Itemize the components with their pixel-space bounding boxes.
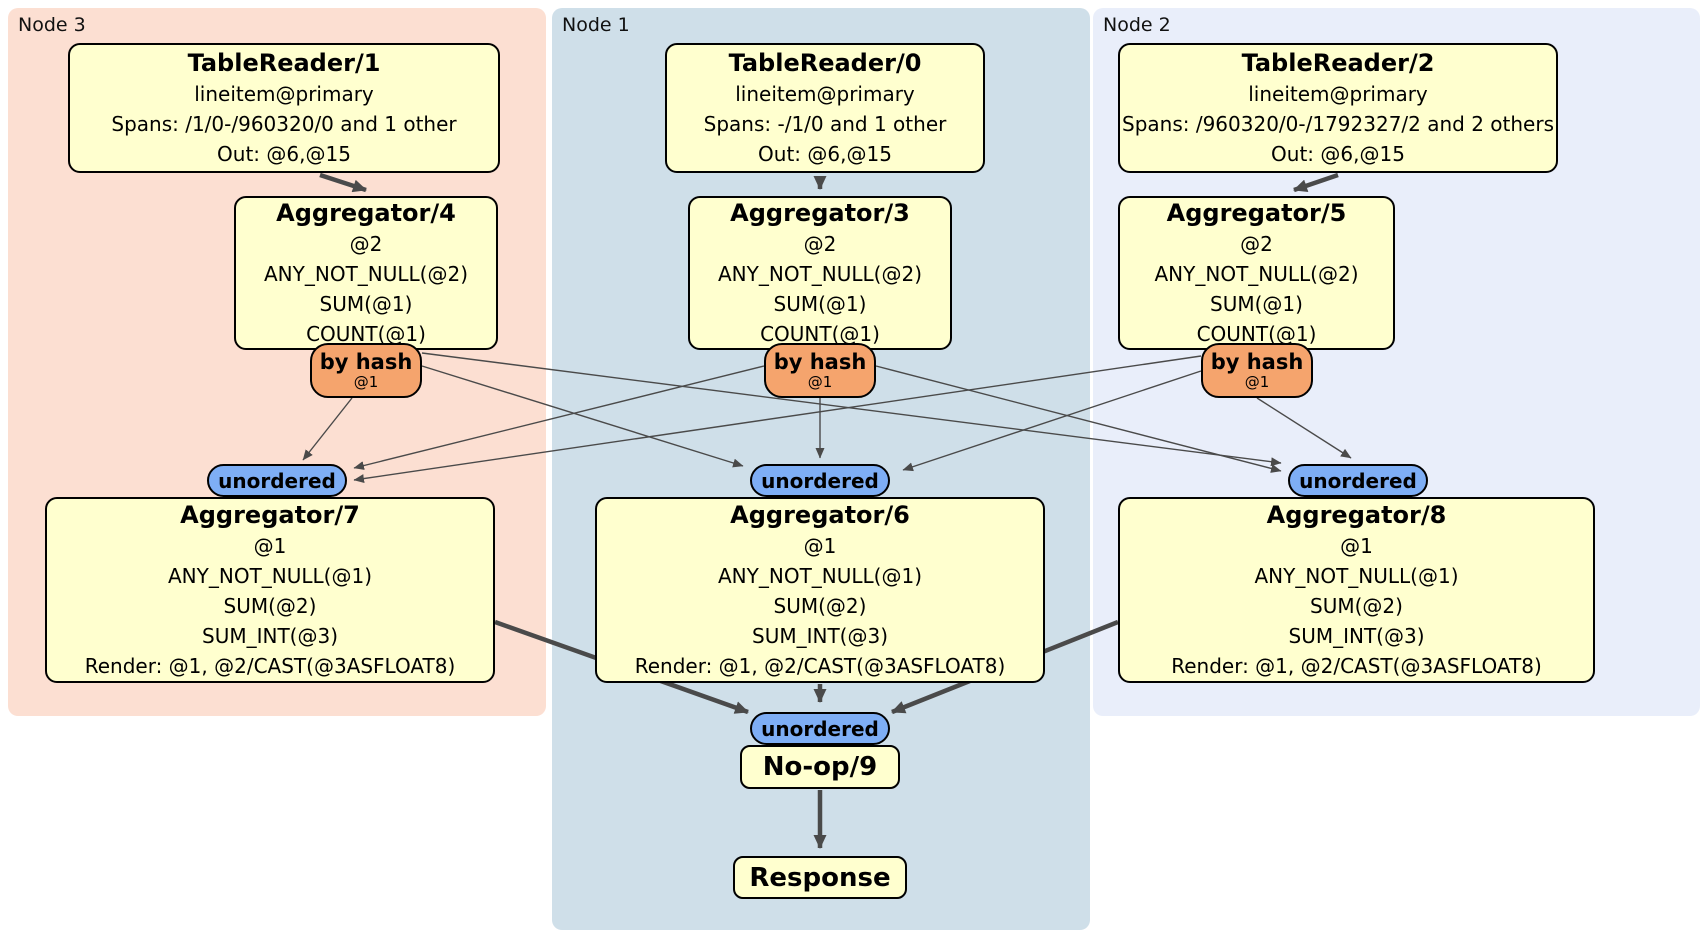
processor-title: TableReader/0	[728, 49, 922, 77]
processor-title: Aggregator/7	[180, 501, 360, 529]
box-line: SUM(@2)	[773, 594, 867, 618]
processor-title: Aggregator/8	[1266, 501, 1447, 529]
processor-title: No-op/9	[762, 752, 878, 782]
sync-unordered-final: unordered	[750, 712, 890, 745]
processor-title: TableReader/2	[1241, 49, 1435, 77]
sync-label: unordered	[761, 716, 879, 741]
aggregator-8-box: Aggregator/8 @1 ANY_NOT_NULL(@1) SUM(@2)…	[1118, 497, 1595, 683]
box-line: ANY_NOT_NULL(@2)	[718, 262, 922, 286]
box-line: COUNT(@1)	[306, 322, 426, 346]
box-line: SUM(@1)	[773, 292, 867, 316]
box-line: SUM(@2)	[1310, 594, 1403, 618]
response-box: Response	[733, 856, 907, 899]
box-line: Out: @6,@15	[217, 142, 351, 166]
router-key: @1	[353, 373, 379, 391]
box-line: @1	[253, 534, 287, 558]
box-line: @1	[1340, 534, 1373, 558]
box-line: lineitem@primary	[735, 82, 915, 106]
box-line: Out: @6,@15	[1271, 142, 1405, 166]
processor-title: Aggregator/4	[276, 199, 456, 227]
box-line: SUM(@1)	[1210, 292, 1303, 316]
box-line: @2	[349, 232, 383, 256]
box-line: Render: @1, @2/CAST(@3ASFLOAT8)	[1171, 654, 1542, 678]
processor-title: Aggregator/6	[730, 501, 910, 529]
box-line: ANY_NOT_NULL(@2)	[1154, 262, 1359, 286]
box-line: COUNT(@1)	[1196, 322, 1317, 346]
box-line: ANY_NOT_NULL(@1)	[718, 564, 922, 588]
box-line: SUM_INT(@3)	[752, 624, 888, 648]
node-2-label: Node 2	[1103, 14, 1171, 36]
box-line: ANY_NOT_NULL(@1)	[1254, 564, 1459, 588]
hash-router-node3: by hash @1	[310, 343, 422, 398]
node-1-label: Node 1	[562, 14, 630, 36]
sync-unordered-node2: unordered	[1288, 464, 1428, 497]
router-label: by hash	[319, 350, 413, 374]
sync-label: unordered	[761, 468, 879, 493]
sync-unordered-node3: unordered	[207, 464, 347, 497]
box-line: ANY_NOT_NULL(@1)	[168, 564, 372, 588]
hash-router-node2: by hash @1	[1201, 343, 1313, 398]
box-line: Render: @1, @2/CAST(@3ASFLOAT8)	[634, 654, 1006, 678]
box-line: Spans: -/1/0 and 1 other	[703, 112, 947, 136]
box-line: Out: @6,@15	[758, 142, 892, 166]
box-line: SUM_INT(@3)	[1288, 624, 1425, 648]
tablereader-2-box: TableReader/2 lineitem@primary Spans: /9…	[1118, 43, 1558, 173]
aggregator-7-box: Aggregator/7 @1 ANY_NOT_NULL(@1) SUM(@2)…	[45, 497, 495, 683]
tablereader-0-box: TableReader/0 lineitem@primary Spans: -/…	[665, 43, 985, 173]
noop-9-box: No-op/9	[740, 745, 900, 789]
box-line: ANY_NOT_NULL(@2)	[264, 262, 468, 286]
box-line: SUM(@1)	[319, 292, 413, 316]
sync-label: unordered	[218, 468, 336, 493]
box-line: @2	[803, 232, 837, 256]
sync-unordered-node1: unordered	[750, 464, 890, 497]
box-line: SUM_INT(@3)	[202, 624, 338, 648]
router-key: @1	[1244, 373, 1270, 391]
sync-label: unordered	[1299, 468, 1417, 493]
hash-router-node1: by hash @1	[764, 343, 876, 398]
box-line: @1	[803, 534, 837, 558]
processor-title: Aggregator/5	[1166, 199, 1347, 227]
processor-title: Response	[749, 862, 891, 893]
box-line: COUNT(@1)	[760, 322, 880, 346]
box-line: lineitem@primary	[1248, 82, 1428, 106]
aggregator-6-box: Aggregator/6 @1 ANY_NOT_NULL(@1) SUM(@2)…	[595, 497, 1045, 683]
box-line: lineitem@primary	[194, 82, 374, 106]
tablereader-1-box: TableReader/1 lineitem@primary Spans: /1…	[68, 43, 500, 173]
box-line: Spans: /960320/0-/1792327/2 and 2 others	[1122, 112, 1555, 136]
box-line: Render: @1, @2/CAST(@3ASFLOAT8)	[84, 654, 456, 678]
processor-title: Aggregator/3	[730, 199, 910, 227]
aggregator-4-box: Aggregator/4 @2 ANY_NOT_NULL(@2) SUM(@1)…	[234, 196, 498, 350]
router-label: by hash	[773, 350, 867, 374]
router-key: @1	[807, 373, 833, 391]
node-3-label: Node 3	[18, 14, 86, 36]
router-label: by hash	[1210, 350, 1304, 374]
box-line: @2	[1240, 232, 1273, 256]
processor-title: TableReader/1	[187, 49, 381, 77]
aggregator-3-box: Aggregator/3 @2 ANY_NOT_NULL(@2) SUM(@1)…	[688, 196, 952, 350]
box-line: SUM(@2)	[223, 594, 317, 618]
box-line: Spans: /1/0-/960320/0 and 1 other	[111, 112, 457, 136]
aggregator-5-box: Aggregator/5 @2 ANY_NOT_NULL(@2) SUM(@1)…	[1118, 196, 1395, 350]
